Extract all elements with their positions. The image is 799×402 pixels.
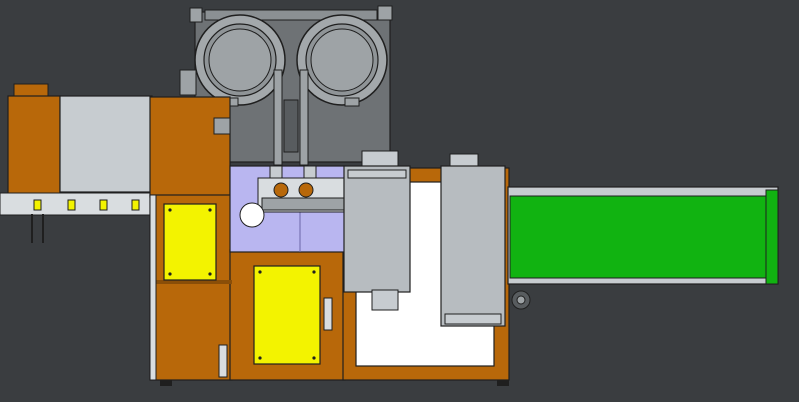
twin-bowl-feeder-housing — [179, 5, 393, 166]
left-feed-conveyor — [0, 83, 161, 243]
frame-left-edge-strip — [149, 194, 157, 381]
feeder-top-rail — [204, 9, 378, 21]
side-handle-center — [323, 297, 333, 331]
center-yellow-access-panel — [253, 265, 321, 365]
nozzle-right — [298, 182, 314, 198]
right-gray-cabinet — [440, 153, 506, 327]
lavender-work-area — [229, 165, 349, 253]
cabinet-top-bracket — [361, 150, 399, 168]
right-vibratory-bowl — [296, 14, 388, 107]
nozzle-left — [273, 182, 289, 198]
frame-left-divider — [150, 280, 232, 284]
conveyor-brown-end — [7, 95, 61, 197]
frame-foot-right — [497, 380, 509, 386]
green-belt-conveyor — [507, 186, 779, 310]
nozzle-carriage — [261, 197, 345, 211]
frame-upper-block — [149, 96, 231, 198]
feeder-bracket-right — [377, 5, 393, 21]
side-handle-left — [218, 344, 228, 378]
left-vibratory-bowl — [194, 14, 286, 107]
belt-end-roller — [765, 189, 779, 285]
conveyor-sensors — [33, 199, 140, 211]
feeder-side-clamp — [179, 69, 197, 96]
feeder-bracket-left — [189, 7, 203, 23]
conveyor-gray-body — [59, 95, 153, 193]
clamp-right — [303, 165, 317, 179]
frame-foot-left — [160, 380, 172, 386]
clamp-left — [269, 165, 283, 179]
center-gray-cabinet — [343, 150, 411, 311]
bowl-feed-tracks — [273, 69, 309, 166]
frame-upper-notch — [213, 117, 231, 135]
left-yellow-access-panel — [163, 203, 217, 281]
sensor-disc — [239, 202, 265, 228]
belt-surface — [509, 195, 769, 279]
cabinet-bottom-mount — [371, 289, 399, 311]
